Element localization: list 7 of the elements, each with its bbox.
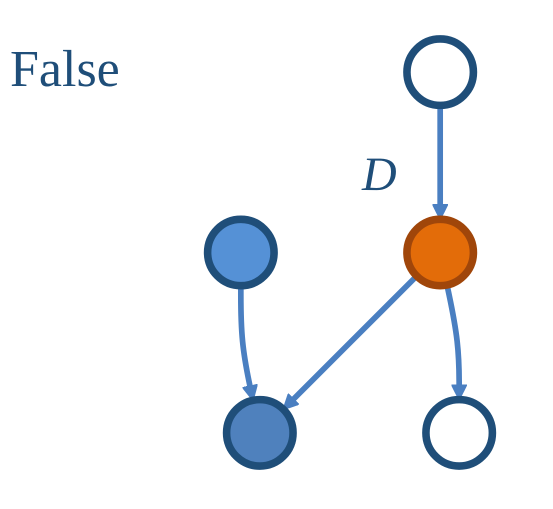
node-circle xyxy=(204,215,278,290)
node-circle xyxy=(403,215,478,290)
node-circle xyxy=(422,396,496,470)
node-circle xyxy=(222,396,297,470)
node-caption: D xyxy=(362,150,397,199)
diagram-label: False xyxy=(10,40,120,99)
node-circle xyxy=(403,35,478,110)
